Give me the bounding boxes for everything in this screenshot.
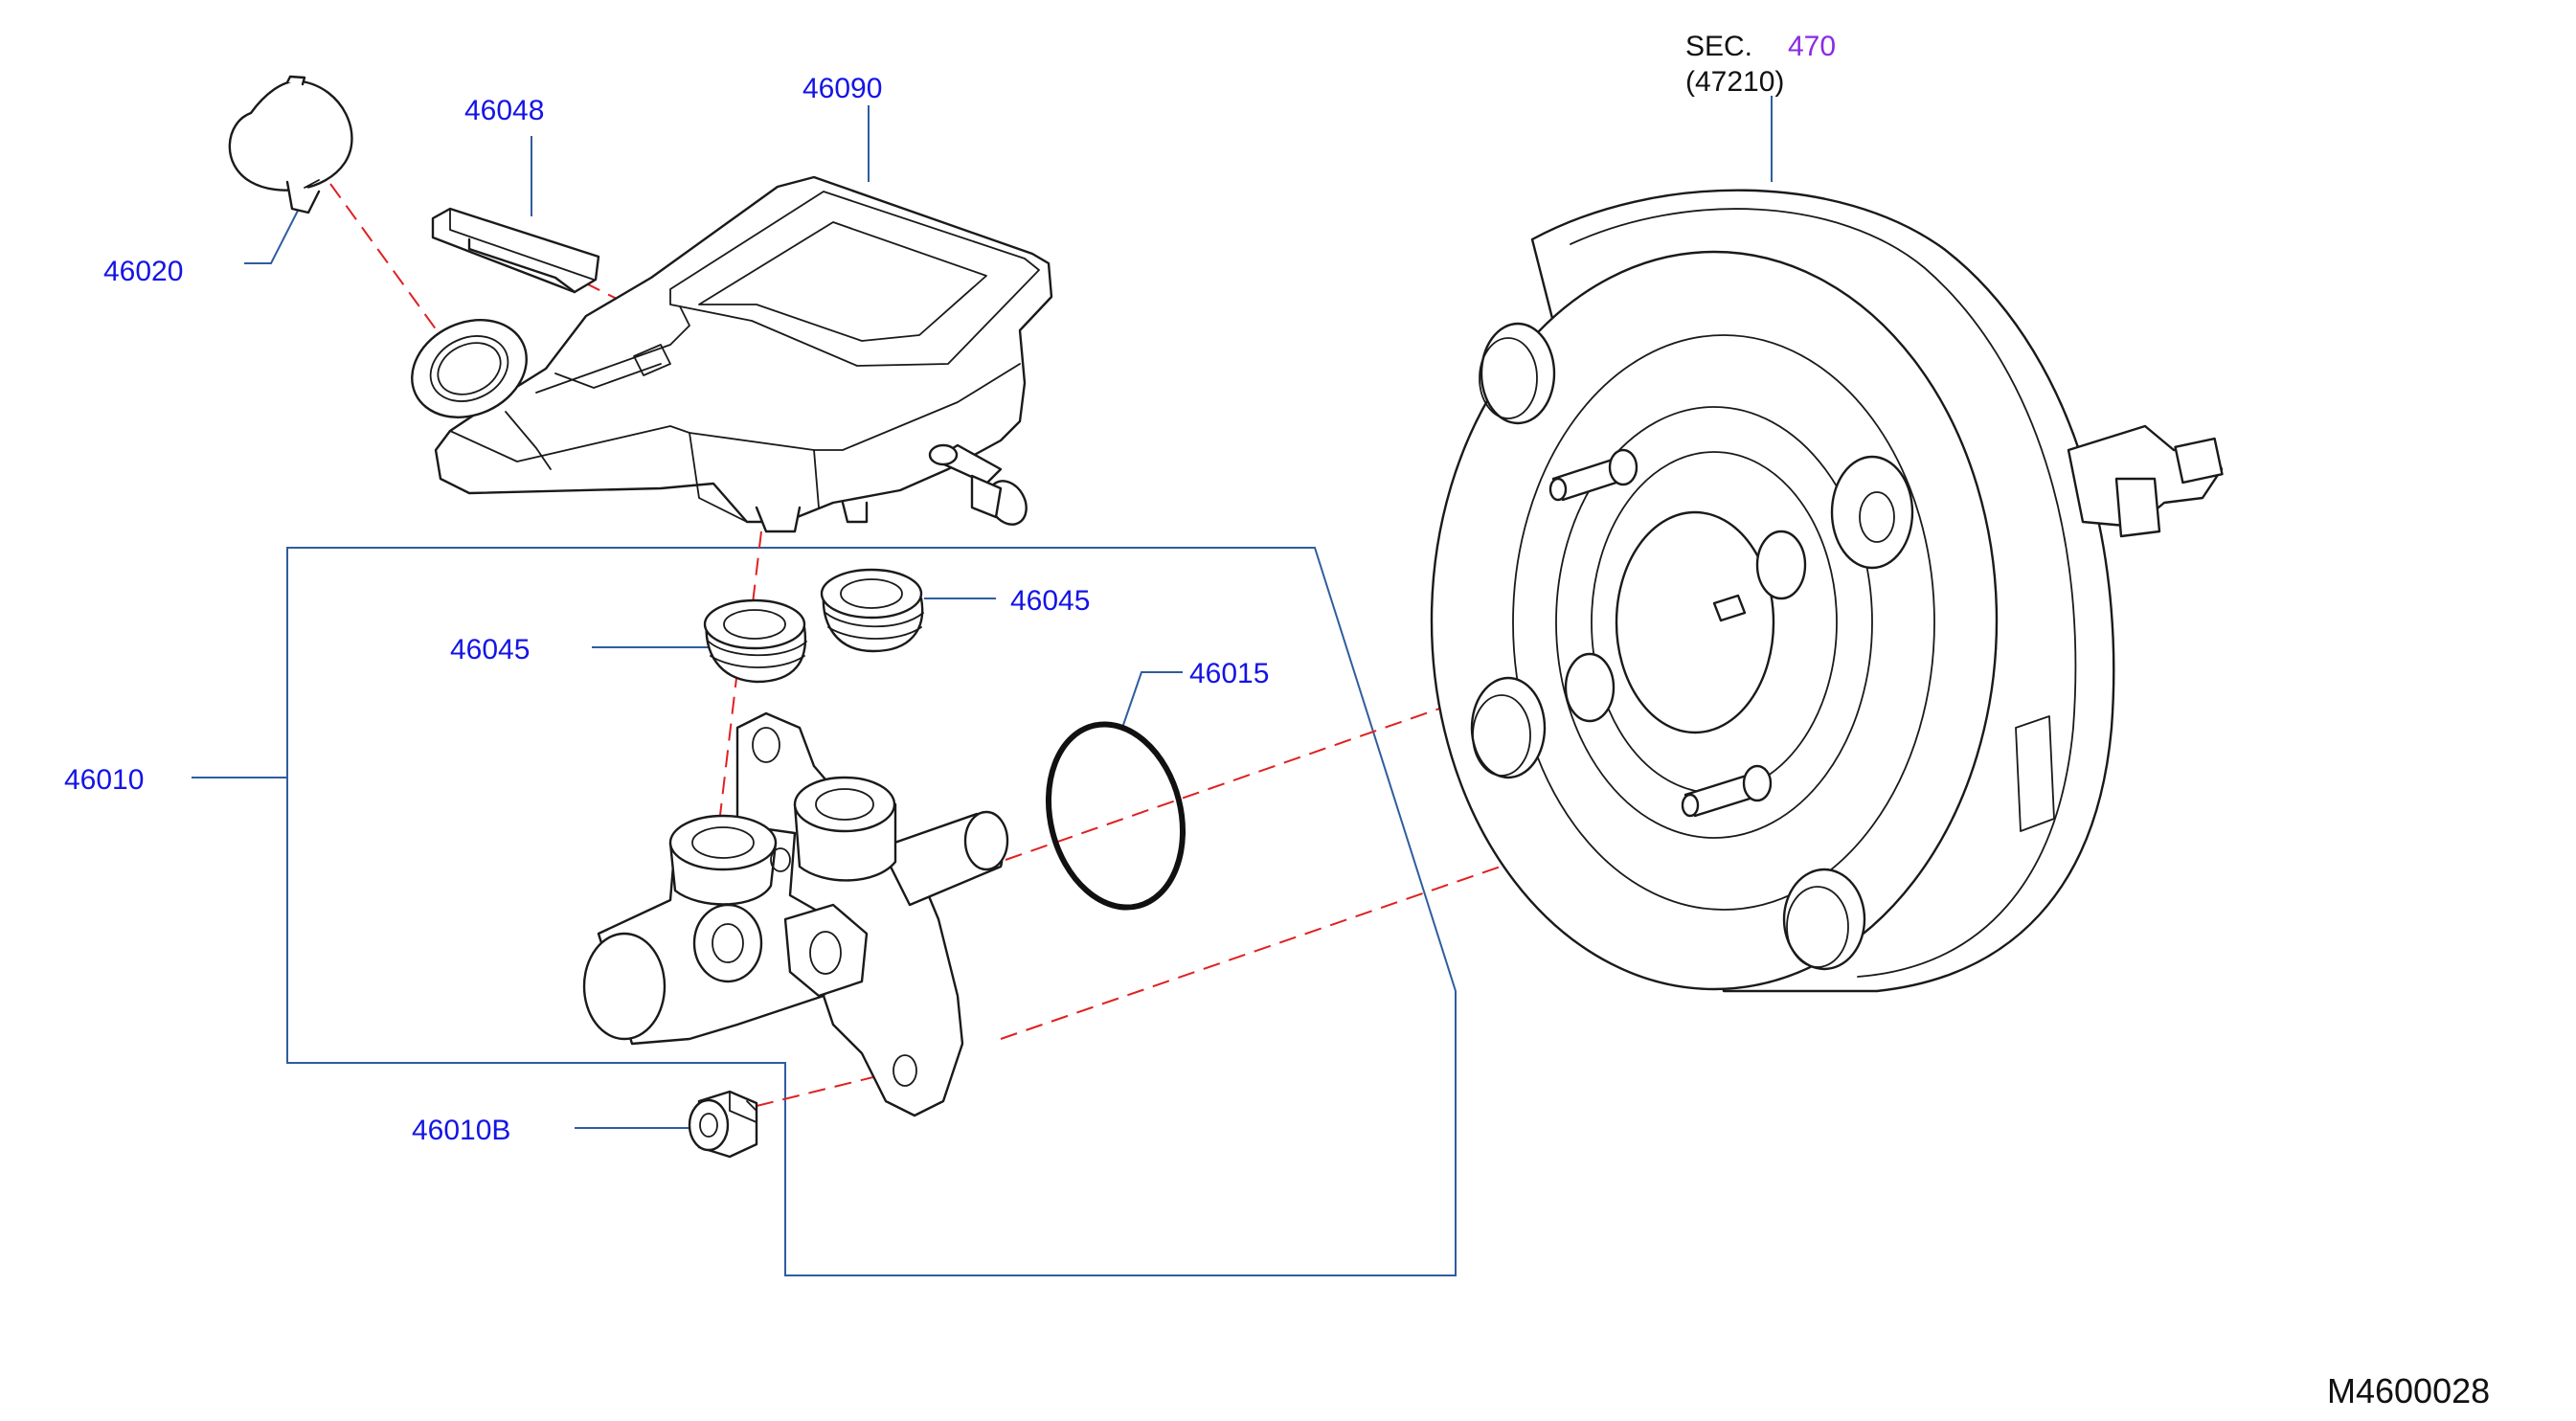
leader-lines	[192, 96, 1773, 1129]
o-ring	[1045, 721, 1186, 911]
grommet-left	[703, 598, 807, 684]
reservoir-tank	[411, 175, 1053, 533]
reservoir-strainer	[431, 207, 600, 294]
label-46020: 46020	[103, 256, 183, 287]
master-cylinder	[582, 711, 1009, 1117]
label-46090: 46090	[802, 73, 882, 104]
grommet-right	[820, 568, 924, 653]
drawing-id: M4600028	[2327, 1371, 2490, 1410]
dash-reservoir-to-grommet	[749, 530, 762, 628]
booster-stud-lower	[1681, 764, 1773, 818]
label-sec-prefix: SEC.	[1685, 31, 1752, 62]
label-46010b: 46010B	[412, 1115, 510, 1146]
brake-booster	[1430, 189, 2224, 993]
dash-stud-lower	[1000, 799, 1696, 1040]
label-sec-470: 470	[1788, 31, 1836, 62]
leader-46020	[244, 208, 300, 264]
mounting-nut	[688, 1090, 758, 1159]
label-46010: 46010	[64, 764, 144, 796]
dash-strainer	[583, 282, 643, 312]
reservoir-cap	[228, 75, 353, 214]
label-46045-right: 46045	[1010, 585, 1090, 617]
label-46045-left: 46045	[450, 634, 530, 665]
leader-46015	[1121, 671, 1183, 729]
label-46015: 46015	[1189, 658, 1269, 689]
booster-stud-upper	[1548, 448, 1638, 502]
label-sec-sub: (47210)	[1685, 66, 1784, 98]
label-46048: 46048	[464, 95, 544, 126]
assembly-bracket-46010	[286, 547, 1457, 1276]
